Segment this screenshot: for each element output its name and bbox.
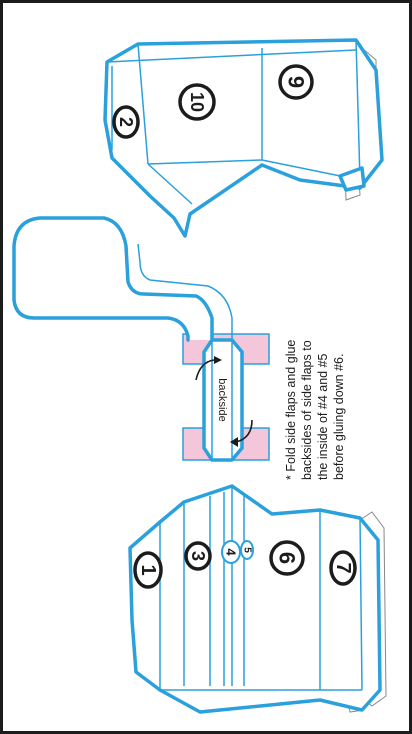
instruction-note: * Fold side flaps and glue backsides of … <box>284 340 346 480</box>
note-line-1: * Fold side flaps and glue <box>284 340 298 480</box>
top-fold-line-1 <box>137 43 149 165</box>
label-1: 1 <box>137 564 159 575</box>
label-5: 5 <box>242 547 253 553</box>
top-folded-model <box>103 38 384 238</box>
top-fold-line-8 <box>106 49 357 63</box>
bottom-folded-model <box>128 484 387 714</box>
arrow-top-head <box>214 356 222 364</box>
label-10: 10 <box>187 92 207 112</box>
note-line-4: before gluing down #6. <box>332 354 346 480</box>
label-7: 7 <box>332 562 354 573</box>
arrow-top <box>195 359 215 381</box>
note-line-2: backsides of side flaps to <box>300 340 314 480</box>
label-9-marker: 9 <box>278 64 314 100</box>
top-side-tab <box>338 166 366 192</box>
tongue-flap <box>12 216 214 342</box>
glue-piece: backside <box>182 333 270 462</box>
label-1-marker: 1 <box>133 551 163 589</box>
label-6: 6 <box>275 552 300 564</box>
arrow-bottom-head <box>230 437 238 447</box>
label-4: 4 <box>224 548 239 556</box>
label-3: 3 <box>188 551 208 561</box>
label-7-marker: 7 <box>329 550 357 586</box>
label-10-marker: 10 <box>178 83 216 121</box>
bottom-model-body <box>128 484 382 714</box>
top-fold-line-7 <box>355 39 361 181</box>
label-2-marker: 2 <box>112 105 140 139</box>
note-line-3: the inside of #4 and #5 <box>316 353 330 480</box>
top-fold-line-3 <box>147 163 193 205</box>
bottom-fold-line-9 <box>359 517 363 691</box>
label-4-marker: 4 <box>221 540 241 564</box>
backside-label: backside <box>216 378 228 421</box>
label-5-marker: 5 <box>240 540 254 560</box>
top-fold-line-4 <box>147 159 263 165</box>
label-6-marker: 6 <box>269 540 305 576</box>
label-9: 9 <box>284 76 309 88</box>
label-3-marker: 3 <box>184 541 212 571</box>
tongue-inner-line <box>137 243 233 340</box>
label-2: 2 <box>116 117 136 127</box>
arrow-bottom <box>235 419 253 443</box>
